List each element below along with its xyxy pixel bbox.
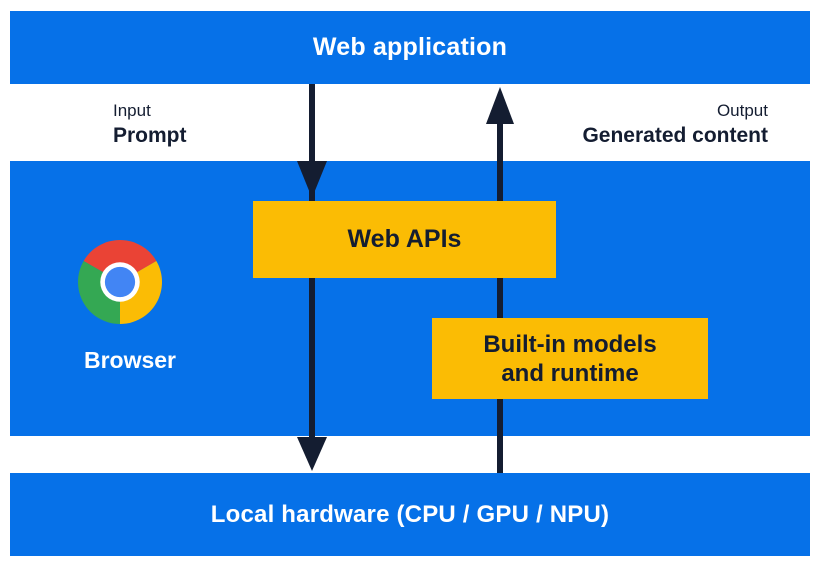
- chrome-browser-icon: [78, 240, 162, 324]
- builtin-models-box: Built-in models and runtime: [432, 318, 708, 399]
- output-title: Output: [716, 101, 768, 120]
- web-application-label: Web application: [312, 33, 508, 61]
- browser-label: Browser: [83, 347, 177, 373]
- builtin-models-line2: and runtime: [501, 359, 639, 387]
- builtin-models-line1: Built-in models: [483, 330, 657, 358]
- web-application-bar: Web application: [10, 11, 810, 84]
- input-value: Prompt: [113, 124, 187, 147]
- web-apis-label: Web APIs: [347, 225, 462, 253]
- input-title: Input: [113, 101, 151, 120]
- local-hardware-bar: Local hardware (CPU / GPU / NPU): [10, 473, 810, 556]
- output-value: Generated content: [582, 124, 768, 147]
- input-label-group: Input Prompt: [113, 99, 187, 149]
- web-apis-box: Web APIs: [253, 201, 556, 278]
- local-hardware-label: Local hardware (CPU / GPU / NPU): [210, 500, 610, 528]
- output-label-group: Output Generated content: [582, 99, 768, 149]
